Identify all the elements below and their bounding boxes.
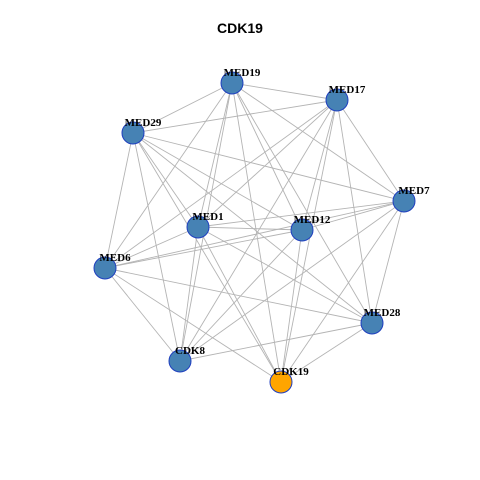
- edge-med29-med7: [132, 132, 405, 202]
- edge-med19-med6: [104, 82, 233, 269]
- edge-med17-med28: [336, 99, 373, 324]
- node-label-med19: MED19: [224, 67, 261, 79]
- node-label-med7: MED7: [398, 185, 430, 197]
- edge-med19-cdk19: [231, 82, 282, 383]
- node-label-med29: MED29: [125, 117, 162, 129]
- edge-med19-med12: [231, 82, 303, 231]
- edge-med17-cdk19: [280, 99, 338, 383]
- edge-med17-med29: [132, 99, 338, 134]
- node-med6[interactable]: [93, 256, 117, 280]
- edge-med7-med6: [104, 200, 405, 269]
- edge-med17-med12: [301, 99, 338, 231]
- node-label-med1: MED1: [192, 211, 223, 223]
- edge-med6-cdk19: [104, 267, 282, 383]
- node-med1[interactable]: [186, 215, 210, 239]
- edge-med6-med28: [104, 267, 373, 324]
- node-label-cdk8: CDK8: [175, 345, 205, 357]
- node-med12[interactable]: [290, 218, 314, 242]
- node-med29[interactable]: [121, 121, 145, 145]
- node-med7[interactable]: [392, 189, 416, 213]
- edge-med29-med1: [132, 132, 199, 228]
- edge-med1-cdk19: [197, 226, 282, 383]
- graph-title: CDK19: [217, 20, 263, 36]
- edge-med29-med12: [132, 132, 303, 231]
- edge-med19-med1: [197, 82, 233, 228]
- edge-med7-med28: [371, 200, 405, 324]
- edge-med7-cdk8: [179, 200, 405, 362]
- edge-med17-med1: [197, 99, 338, 228]
- edge-med7-cdk19: [280, 200, 405, 383]
- node-cdk8[interactable]: [168, 349, 192, 373]
- edge-med12-med6: [104, 229, 303, 269]
- edge-med1-med28: [197, 226, 373, 324]
- node-med19[interactable]: [220, 71, 244, 95]
- edge-med19-med28: [231, 82, 373, 324]
- edge-med1-med6: [104, 226, 199, 269]
- node-label-med17: MED17: [329, 84, 366, 96]
- edge-med7-med12: [301, 200, 405, 231]
- edge-layer: [104, 82, 405, 383]
- node-label-med28: MED28: [364, 307, 401, 319]
- edge-med17-med7: [336, 99, 405, 202]
- node-med28[interactable]: [360, 311, 384, 335]
- edge-cdk19-med28: [280, 322, 373, 383]
- edge-med29-cdk19: [132, 132, 282, 383]
- edge-med7-med1: [197, 200, 405, 228]
- edge-med12-cdk8: [179, 229, 303, 362]
- node-label-cdk19: CDK19: [273, 366, 309, 378]
- node-med17[interactable]: [325, 88, 349, 112]
- edge-med19-med29: [132, 82, 233, 134]
- edge-med1-cdk8: [179, 226, 199, 362]
- edge-med17-cdk8: [179, 99, 338, 362]
- edge-med1-med12: [197, 226, 303, 231]
- edge-med6-cdk8: [104, 267, 181, 362]
- node-label-med12: MED12: [294, 214, 331, 226]
- edge-med29-med6: [104, 132, 134, 269]
- edge-cdk8-med28: [179, 322, 373, 362]
- edge-med29-med28: [132, 132, 373, 324]
- node-cdk19[interactable]: [269, 370, 293, 394]
- edge-med29-cdk8: [132, 132, 181, 362]
- edge-med19-med7: [231, 82, 405, 202]
- node-label-med6: MED6: [99, 252, 131, 264]
- edge-med19-med17: [231, 82, 338, 101]
